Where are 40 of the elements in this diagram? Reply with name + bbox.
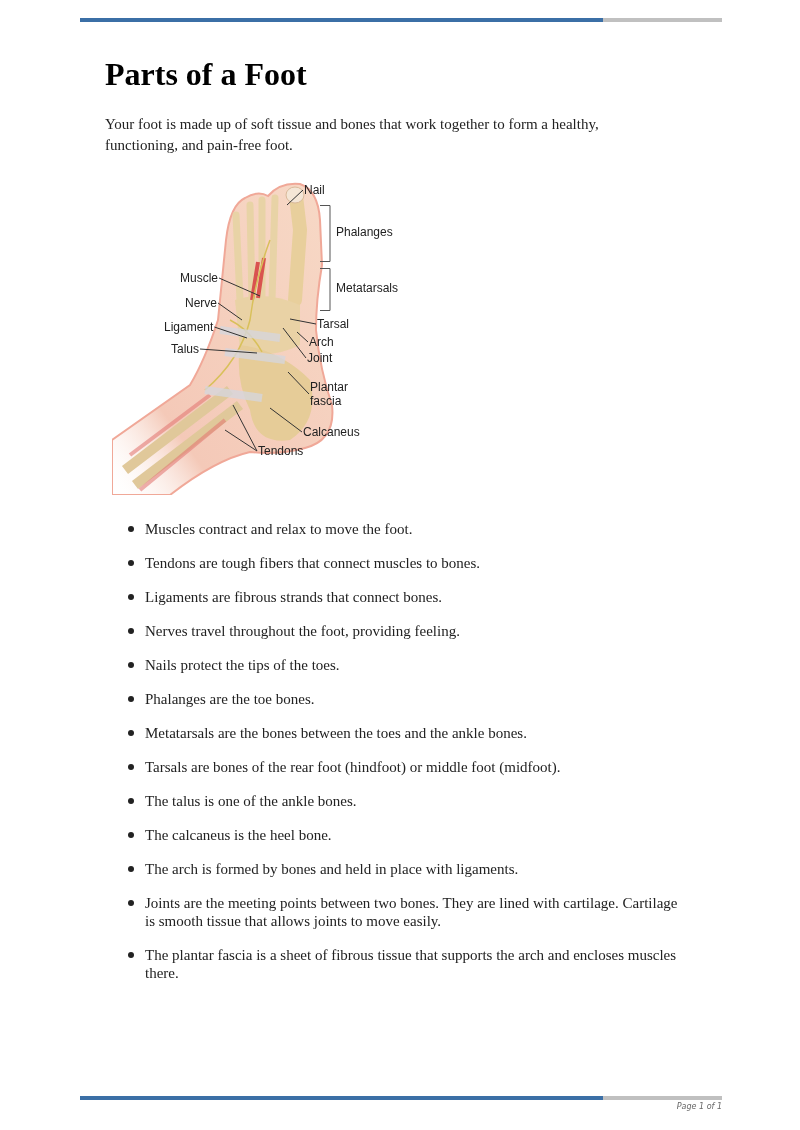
bullet-text: Nails protect the tips of the toes. bbox=[145, 656, 341, 674]
bracket-label: Phalanges bbox=[336, 225, 393, 239]
bullet-text: Tendons are tough fibers that connect muscles to bones. bbox=[145, 554, 482, 572]
bullet-text: Joints are the meeting points between two bones. They are lined with cartilage. Cartilage is smooth tissue that allows joints to move easily. bbox=[145, 894, 679, 930]
leader-line bbox=[282, 327, 307, 359]
leader-line bbox=[286, 189, 304, 206]
leader-line bbox=[213, 326, 248, 339]
callout-label: Tarsal bbox=[317, 317, 349, 331]
callout-label: Ligament bbox=[164, 320, 214, 334]
callout-label: Tendons bbox=[258, 444, 304, 458]
callout-label: Talus bbox=[171, 342, 199, 356]
bullet-text: The talus is one of the ankle bones. bbox=[145, 792, 358, 810]
bracket-label: Metatarsals bbox=[336, 281, 399, 295]
callout-label: Muscle bbox=[180, 271, 218, 285]
bullet-text: The arch is formed by bones and held in place with ligaments. bbox=[145, 860, 520, 878]
bullet-text: Ligaments are fibrous strands that connect bones. bbox=[145, 588, 443, 606]
bullet-text: Nerves travel throughout the foot, providing feeling. bbox=[145, 622, 461, 640]
callout-label: Arch bbox=[309, 335, 334, 349]
bullet-text: Tarsals are bones of the rear foot (hindfoot) or middle foot (midfoot). bbox=[145, 758, 562, 776]
callout-label: Calcaneus bbox=[303, 425, 360, 439]
leader-line bbox=[224, 429, 258, 452]
leader-line bbox=[269, 407, 303, 433]
leader-line bbox=[289, 318, 317, 325]
leader-line bbox=[218, 277, 261, 297]
bullet-text: The calcaneus is the heel bone. bbox=[145, 826, 333, 844]
leader-line bbox=[217, 302, 243, 321]
bullet-text: Phalanges are the toe bones. bbox=[145, 690, 316, 708]
leader-line bbox=[287, 371, 310, 395]
bullet-text: Muscles contract and relax to move the foot. bbox=[145, 520, 414, 538]
page-title: Parts of a Foot bbox=[105, 56, 307, 93]
page-number: Page 1 of 1 bbox=[676, 1102, 722, 1111]
callout-label: Nail bbox=[304, 183, 325, 197]
intro-paragraph: Your foot is made up of soft tissue and bones that work together to form a healthy, functioning, and pain-free foot. bbox=[105, 115, 600, 155]
leader-line bbox=[232, 404, 258, 452]
callout-label: Joint bbox=[307, 351, 333, 365]
bullet-text: The plantar fascia is a sheet of fibrous tissue that supports the arch and encloses muscles there. bbox=[145, 946, 678, 982]
callout-label: Plantar fascia bbox=[310, 380, 356, 408]
leader-line bbox=[296, 331, 309, 343]
callout-label: Nerve bbox=[185, 296, 217, 310]
bullet-text: Metatarsals are the bones between the toes and the ankle bones. bbox=[145, 724, 528, 742]
